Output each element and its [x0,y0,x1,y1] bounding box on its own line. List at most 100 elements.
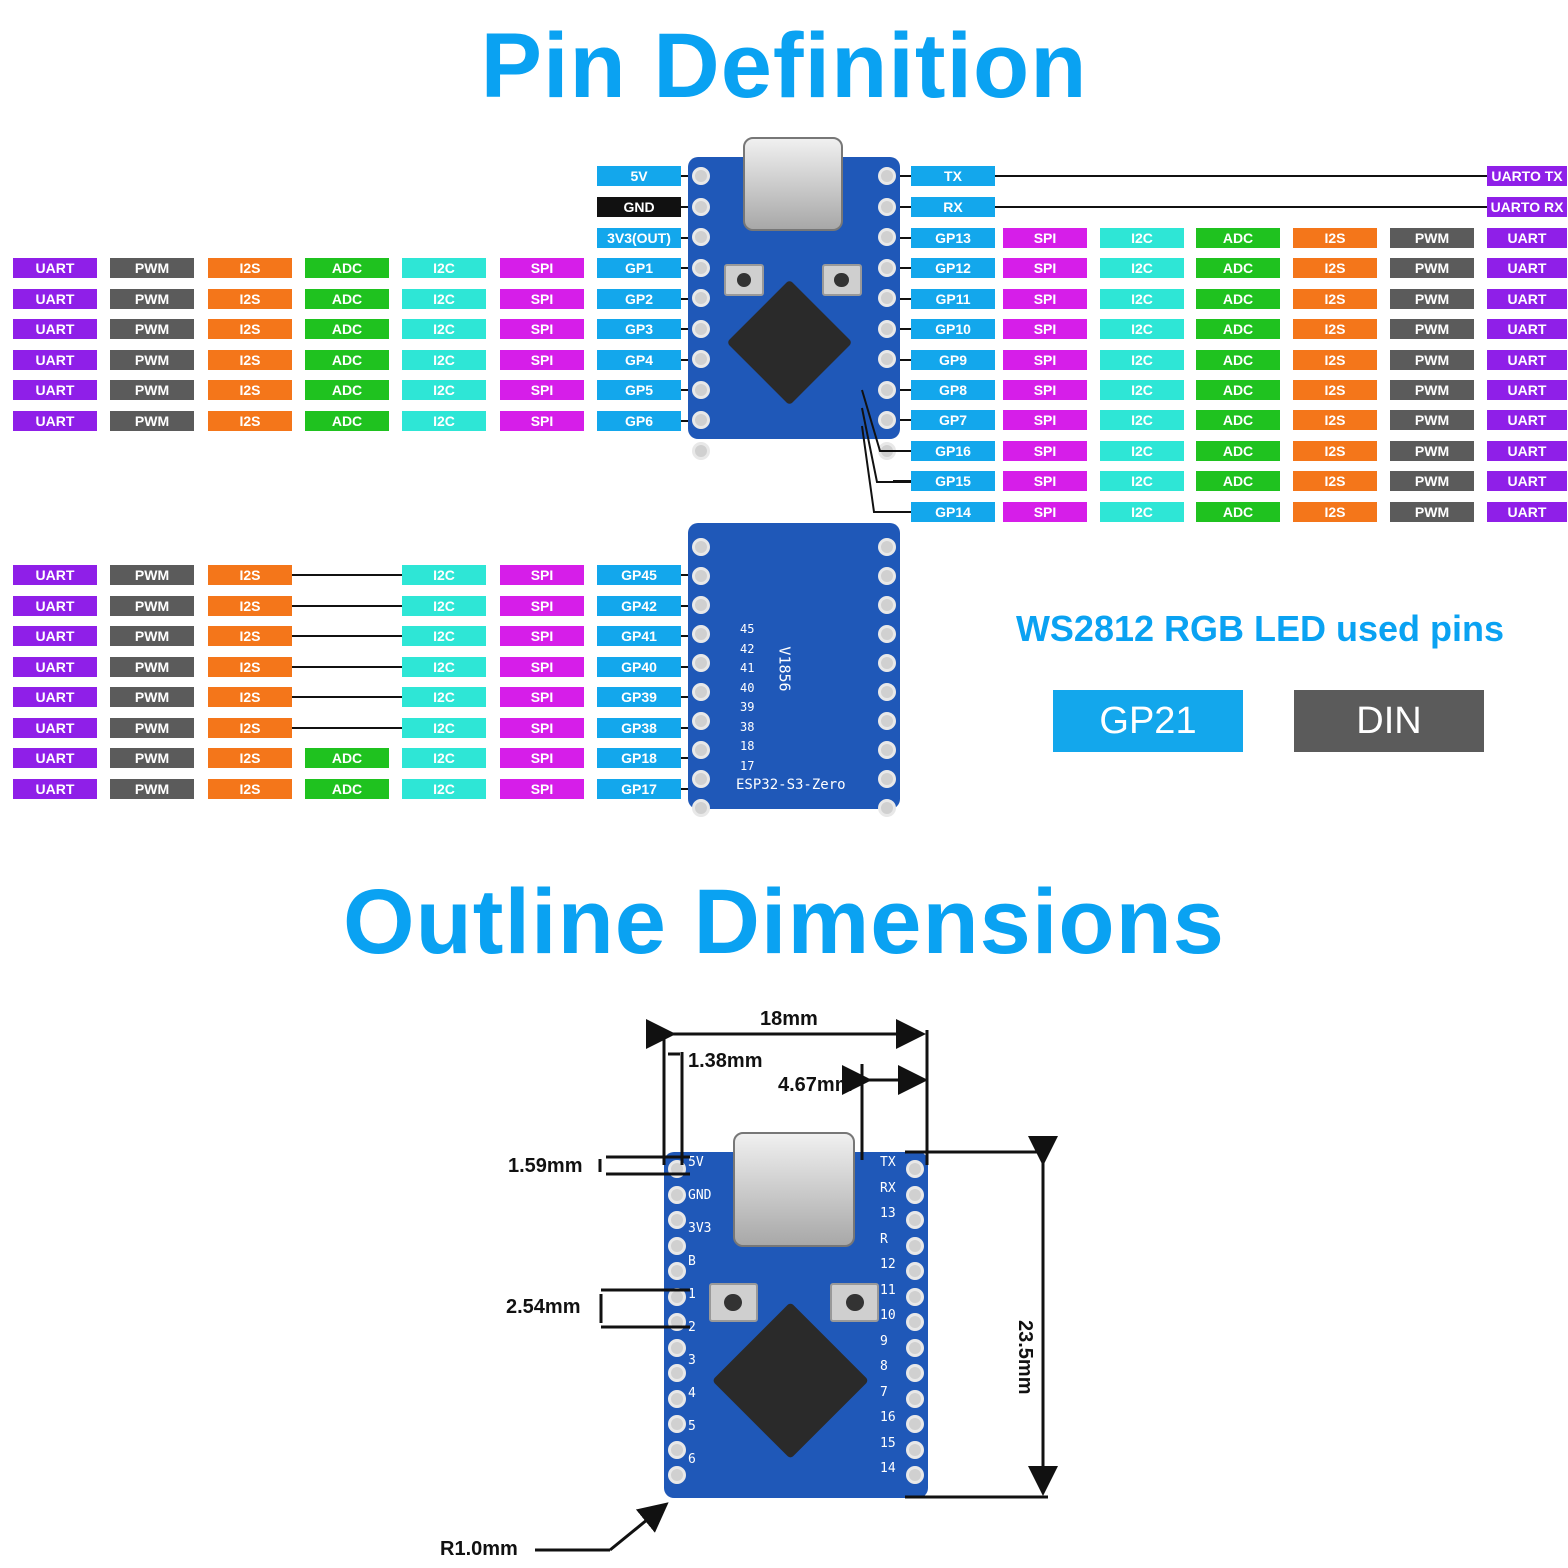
solder-pad [878,683,896,701]
func-i2s-gp1: I2S [208,258,292,278]
outline-right-silk: 9 [880,1333,888,1349]
skip-line [292,726,402,729]
skip-line [292,635,402,637]
solder-pad [878,625,896,643]
func-i2s-gp39: I2S [208,687,292,707]
func-adc-gp16: ADC [1196,440,1280,461]
pin-gp12: GP12 [911,258,995,279]
solder-pad [668,1287,686,1306]
connector-line [893,267,911,270]
solder-pad [668,1160,686,1178]
func-pwm-gp12: PWM [1390,258,1474,279]
func-i2c-gp11: I2C [1100,288,1184,309]
pin-gp1: GP1 [597,258,681,278]
outline-left-silk: 1 [688,1287,696,1302]
solder-pad [878,258,896,277]
func-spi-gp41: SPI [500,626,584,646]
func-i2c-gp12: I2C [1100,258,1184,279]
solder-pad [668,1211,686,1229]
outline-right-silk: RX [880,1180,896,1196]
func-spi-gp11: SPI [1003,288,1087,309]
func-pwm-gp18: PWM [110,748,194,768]
solder-pad [668,1440,686,1459]
solder-pad [906,1211,924,1229]
func-uart0-rx: UARTO RX [1487,197,1567,217]
func-i2s-gp6: I2S [208,410,292,431]
led-gp-label: GP21 [1053,690,1243,752]
func-i2s-gp17: I2S [208,778,292,799]
connector-line [995,175,1487,177]
func-i2c-gp9: I2C [1100,349,1184,370]
outline-left-silk: 6 [688,1452,696,1467]
outline-left-silk: 2 [688,1320,696,1335]
wire [861,389,911,452]
pin-gp39: GP39 [597,687,681,707]
func-uart-gp18: UART [13,748,97,768]
pin-gp14: GP14 [911,501,995,522]
func-adc-gp6: ADC [305,410,389,431]
func-adc-gp12: ADC [1196,258,1280,279]
connector-line [995,206,1487,208]
func-i2s-gp16: I2S [1293,440,1377,461]
outline-right-silk: 15 [880,1435,896,1451]
outline-left-silk: 3V3 [688,1221,712,1236]
board-version-silk: V1856 [775,646,794,692]
func-spi-gp42: SPI [500,595,584,616]
func-uart-gp42: UART [13,595,97,616]
func-spi-gp3: SPI [500,319,584,339]
func-pwm-gp10: PWM [1390,319,1474,340]
func-adc-gp9: ADC [1196,349,1280,370]
func-pwm-gp40: PWM [110,656,194,677]
func-adc-gp18: ADC [305,748,389,768]
solder-pad [906,1185,924,1204]
solder-pad [906,1313,924,1331]
func-uart-gp4: UART [13,349,97,370]
func-pwm-gp5: PWM [110,380,194,400]
solder-pad [668,1415,686,1433]
func-uart-gp5: UART [13,380,97,400]
func-pwm-gp15: PWM [1390,471,1474,492]
solder-pad [692,654,710,672]
solder-pad [878,567,896,585]
solder-pad [878,654,896,672]
pin-power-0: 5V [597,166,681,186]
solder-pad [878,319,896,338]
back-pin-silk: 45 [740,622,755,636]
outline-right-silk: 11 [880,1282,896,1298]
connector-line [893,297,911,300]
func-i2c-gp7: I2C [1100,410,1184,431]
outline-right-silk: 8 [880,1359,888,1374]
func-spi-gp16: SPI [1003,440,1087,461]
func-i2c-gp40: I2C [402,656,486,677]
func-adc-gp8: ADC [1196,380,1280,400]
func-spi-gp2: SPI [500,288,584,309]
pin-gp18: GP18 [597,748,681,768]
func-adc-gp1: ADC [305,258,389,278]
func-i2c-gp13: I2C [1100,228,1184,248]
func-pwm-gp3: PWM [110,319,194,339]
func-uart-gp14: UART [1487,501,1567,522]
solder-pad [906,1160,924,1178]
outline-dimensions-title: Outline Dimensions [343,871,1225,973]
solder-pad [668,1338,686,1357]
pin-gp45: GP45 [597,565,681,585]
solder-pad [878,538,896,556]
func-i2c-gp4: I2C [402,349,486,370]
func-spi-gp13: SPI [1003,228,1087,248]
pin-gp8: GP8 [911,380,995,400]
func-adc-gp10: ADC [1196,319,1280,340]
func-i2c-gp10: I2C [1100,319,1184,340]
func-uart-gp10: UART [1487,319,1567,340]
solder-pad [878,197,896,216]
solder-pad [692,625,710,643]
func-spi-gp12: SPI [1003,258,1087,279]
solder-pad [668,1389,686,1408]
func-uart-gp38: UART [13,717,97,738]
solder-pad [668,1364,686,1382]
func-i2c-gp2: I2C [402,288,486,309]
func-i2s-gp11: I2S [1293,288,1377,309]
outline-left-silk: 5V [688,1155,704,1170]
func-adc-gp11: ADC [1196,288,1280,309]
back-pin-silk: 41 [740,661,755,675]
solder-pad [692,596,710,614]
